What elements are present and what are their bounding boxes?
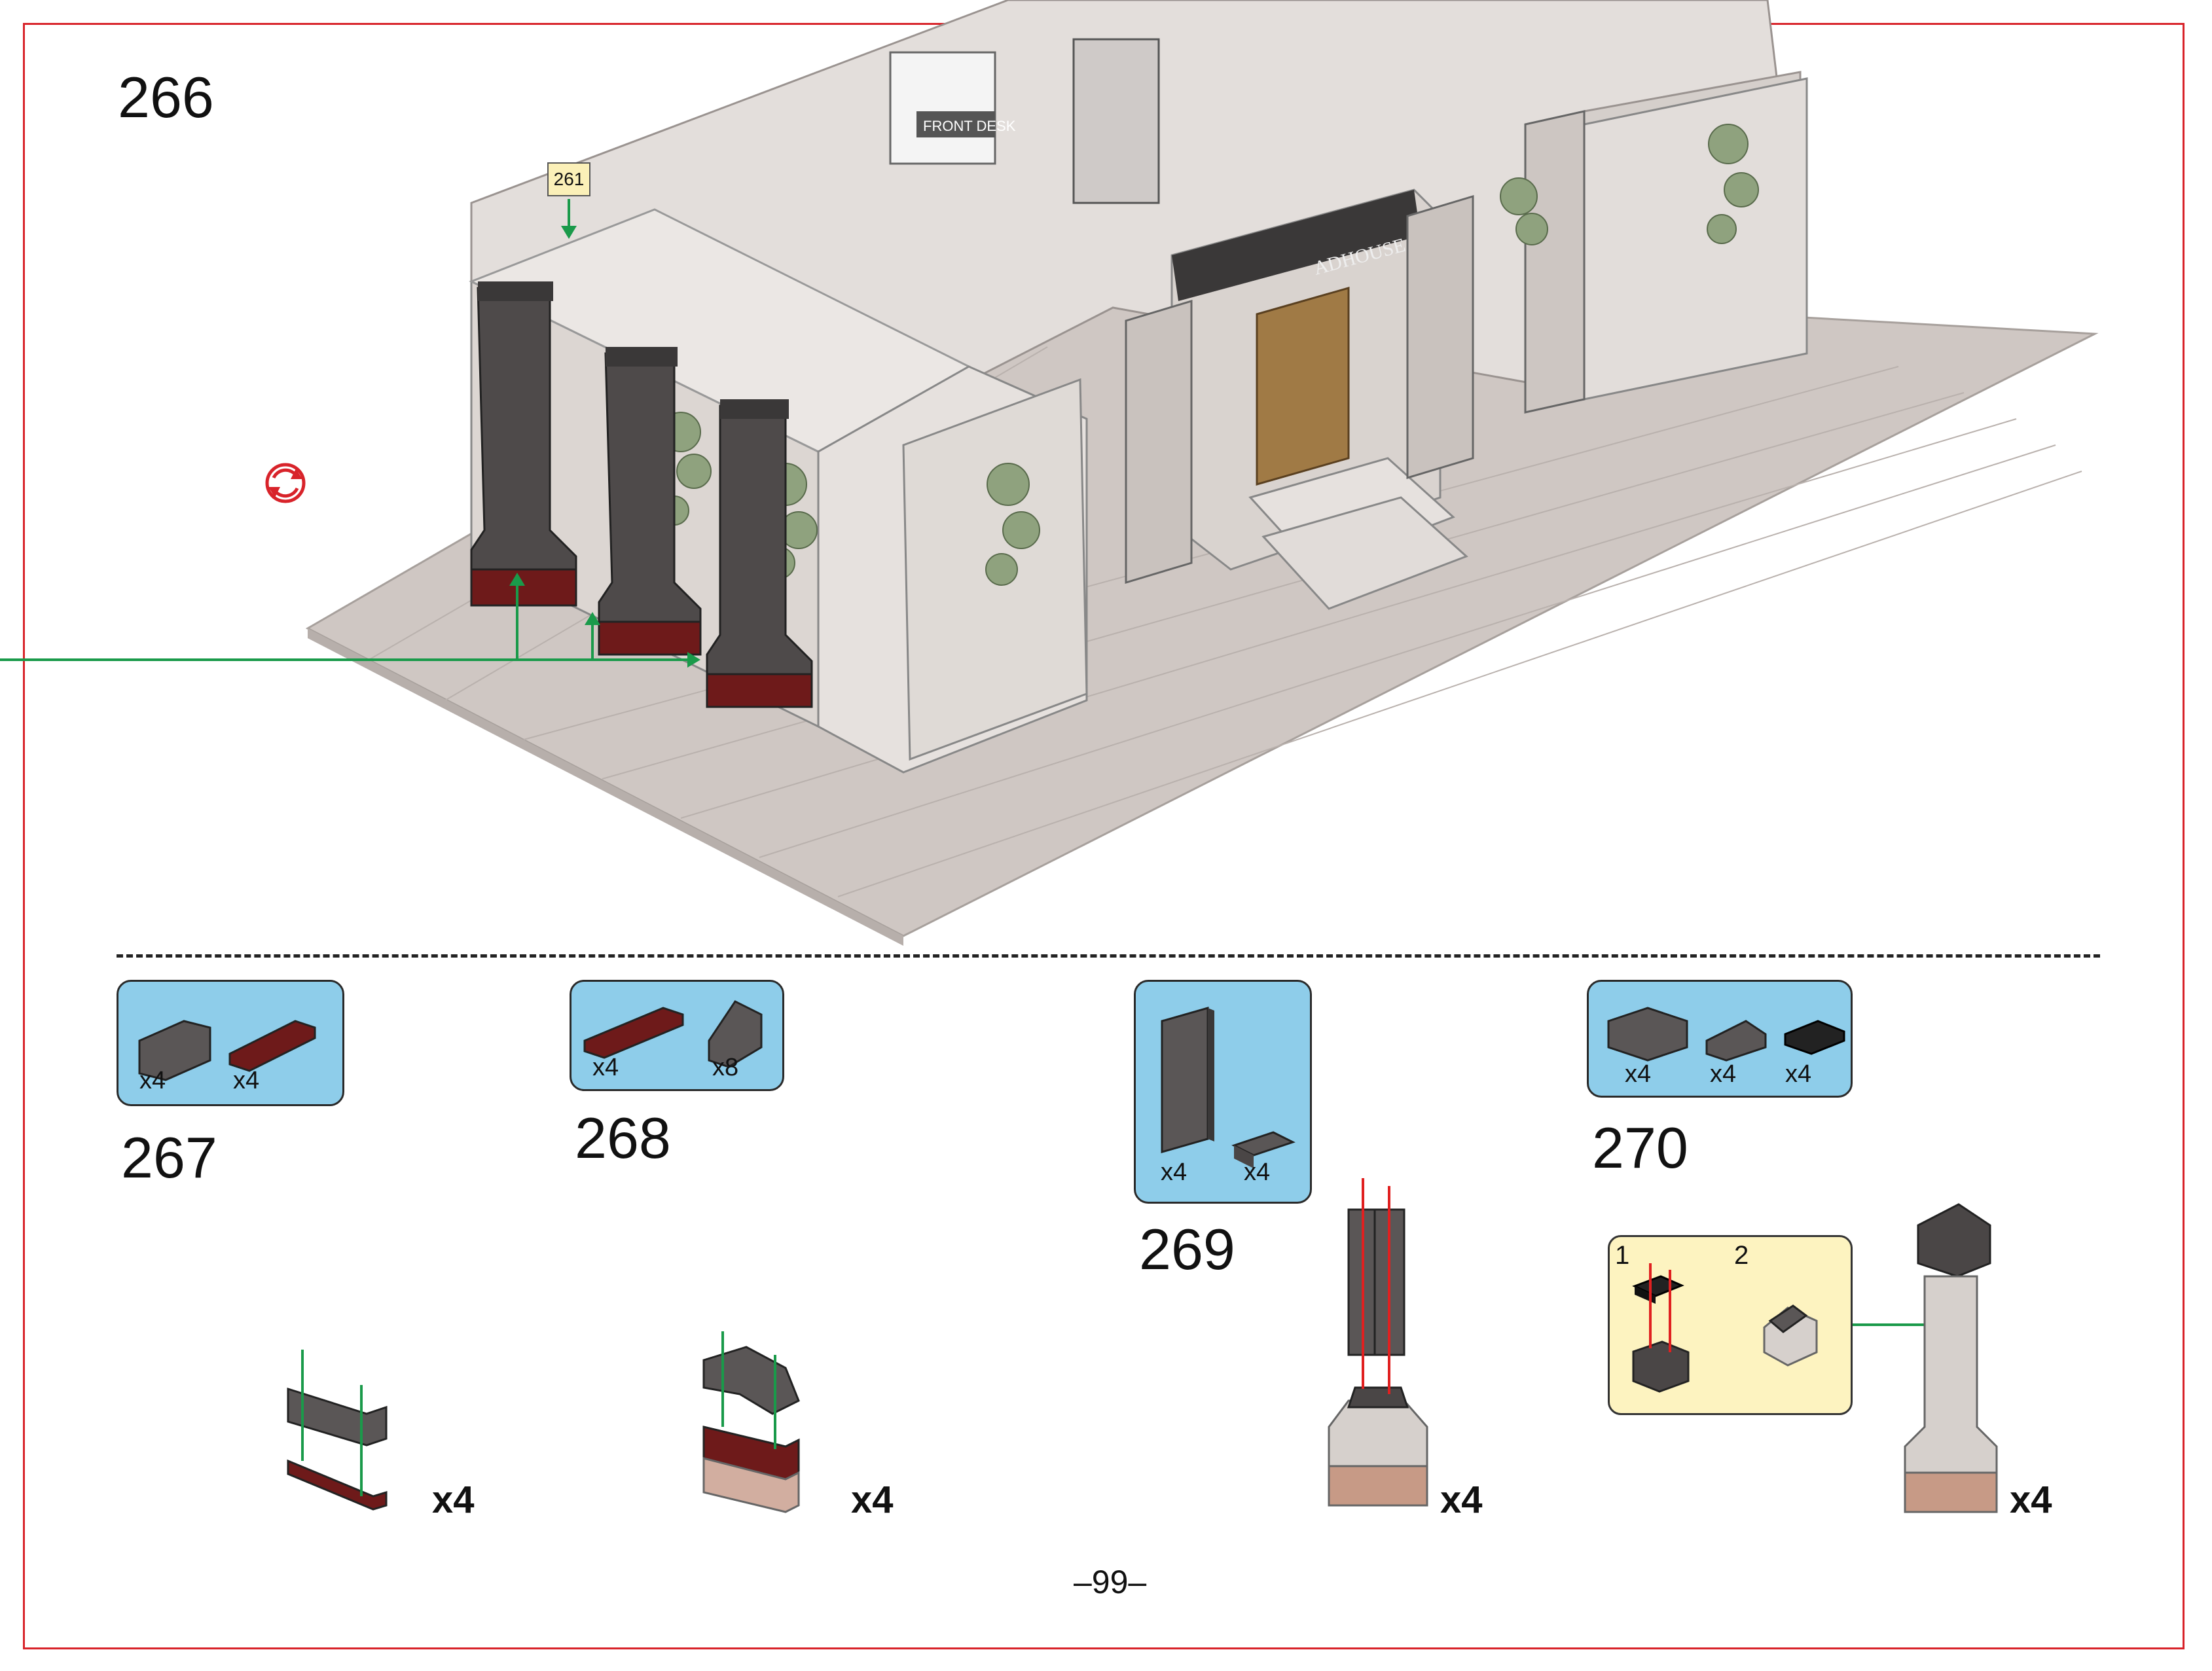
step-number-269: 269 xyxy=(1139,1217,1235,1282)
callout-step-reference: 261 xyxy=(547,162,590,196)
multiplier-270: x4 xyxy=(2010,1479,2052,1521)
multiplier-267: x4 xyxy=(432,1479,475,1521)
qty-270-a: x4 xyxy=(1625,1060,1652,1088)
parts-list-270: x4 x4 x4 xyxy=(1587,980,1853,1098)
sub-step-2: 2 xyxy=(1734,1241,1749,1270)
parts-list-267: x4 x4 xyxy=(117,980,344,1106)
qty-270-c: x4 xyxy=(1785,1060,1812,1088)
qty-268-b: x8 xyxy=(712,1054,739,1081)
qty-268-a: x4 xyxy=(592,1054,619,1081)
step-number-268: 268 xyxy=(575,1105,671,1170)
qty-270-b: x4 xyxy=(1710,1060,1737,1088)
parts-list-269: x4 x4 xyxy=(1134,980,1312,1204)
qty-267-a: x4 xyxy=(139,1067,166,1094)
sub-assembly-panel-270: 1 2 xyxy=(1608,1235,1853,1415)
arrow-icon xyxy=(0,199,687,661)
step-number-266: 266 xyxy=(118,65,214,130)
pillar-group xyxy=(470,281,813,708)
sub-step-1: 1 xyxy=(1615,1241,1630,1270)
step-number-267: 267 xyxy=(121,1125,217,1190)
page-number: –99– xyxy=(1074,1564,1147,1600)
section-divider xyxy=(117,954,2100,958)
rotate-icon xyxy=(265,463,306,503)
parts-list-268: x4 x8 xyxy=(570,980,784,1091)
qty-269-b: x4 xyxy=(1244,1159,1271,1186)
sign-front-desk: FRONT DESK xyxy=(923,118,1016,134)
multiplier-269: x4 xyxy=(1440,1479,1483,1521)
multiplier-268: x4 xyxy=(851,1479,894,1521)
step-number-270: 270 xyxy=(1592,1115,1688,1180)
qty-269-a: x4 xyxy=(1161,1159,1188,1186)
qty-267-b: x4 xyxy=(233,1067,260,1094)
